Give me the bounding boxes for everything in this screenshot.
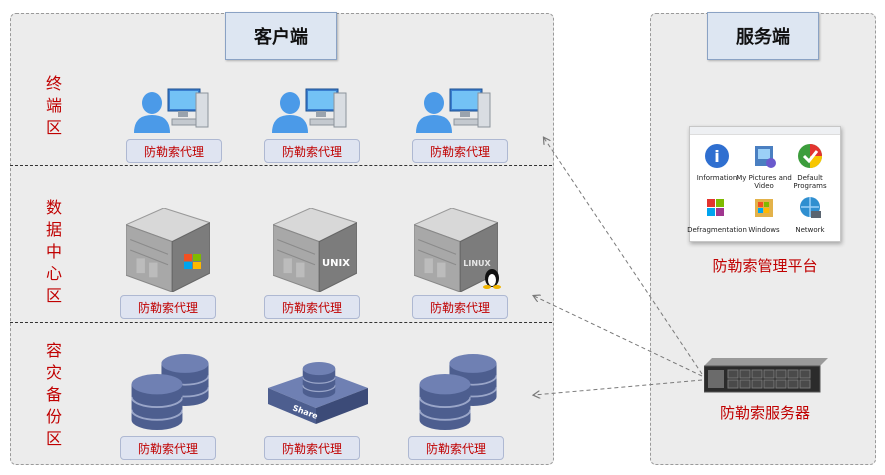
default-programs-icon: Default Programs bbox=[780, 143, 840, 190]
client-header: 客户端 bbox=[225, 12, 337, 60]
defragmentation-icon: Defragmentation bbox=[687, 195, 747, 234]
windows-icon: Windows bbox=[734, 195, 794, 234]
svg-text:i: i bbox=[714, 147, 719, 166]
zone-label-backup: 容 灾 备 份 区 bbox=[45, 341, 62, 448]
control-panel-icon: i Information My Pictures and Video Defa… bbox=[687, 126, 841, 242]
agent-badge: 防勒索代理 bbox=[264, 436, 360, 460]
network-icon: Network bbox=[780, 195, 840, 234]
platform-caption: 防勒索管理平台 bbox=[712, 257, 818, 275]
agent-badge: 防勒索代理 bbox=[264, 139, 360, 163]
server-caption: 防勒索服务器 bbox=[719, 404, 810, 422]
agent-badge: 防勒索代理 bbox=[120, 295, 216, 319]
unix-server-icon: UNIX bbox=[273, 208, 357, 292]
arrow-to-datacenter bbox=[534, 296, 703, 377]
windows-server-icon bbox=[126, 208, 210, 292]
arrow-to-backup bbox=[534, 379, 703, 395]
zone-divider bbox=[10, 165, 552, 166]
agent-badge: 防勒索代理 bbox=[126, 139, 222, 163]
agent-badge: 防勒索代理 bbox=[120, 436, 216, 460]
linux-server-icon: LINUX bbox=[414, 208, 501, 292]
agent-badge: 防勒索代理 bbox=[264, 295, 360, 319]
arrow-to-terminal bbox=[544, 138, 703, 375]
information-icon: i Information bbox=[687, 143, 747, 182]
agent-badge: 防勒索代理 bbox=[408, 436, 504, 460]
pictures-icon: My Pictures and Video bbox=[734, 143, 794, 190]
agent-badge: 防勒索代理 bbox=[412, 295, 508, 319]
server-appliance-icon bbox=[704, 358, 828, 393]
zone-divider bbox=[10, 322, 552, 323]
svg-text:LINUX: LINUX bbox=[463, 259, 491, 268]
server-header: 服务端 bbox=[707, 12, 819, 60]
zone-label-datacenter: 数 据 中 心 区 bbox=[45, 198, 62, 305]
svg-text:UNIX: UNIX bbox=[322, 258, 350, 269]
shared-storage-icon: Share bbox=[268, 362, 368, 424]
zone-label-terminal: 终 端 区 bbox=[45, 74, 62, 137]
agent-badge: 防勒索代理 bbox=[412, 139, 508, 163]
